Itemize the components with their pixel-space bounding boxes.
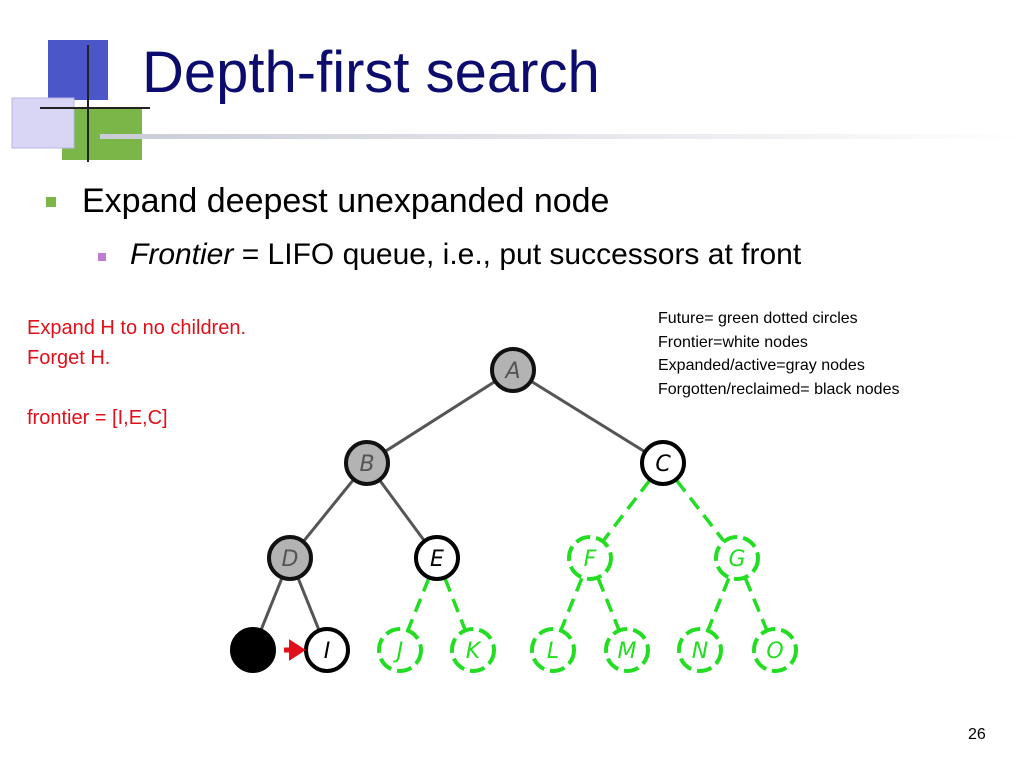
- tree-node-label-N: N: [692, 639, 708, 664]
- tree-node-circle-B: [344, 440, 390, 486]
- tree-edge-E-J: [406, 577, 431, 631]
- title-divider: [100, 134, 1024, 139]
- step-note-line-1: Expand H to no children.: [27, 317, 247, 339]
- tree-node-label-G: G: [728, 547, 745, 572]
- legend-line-forgotten: Forgotten/reclaimed= black nodes: [658, 380, 900, 398]
- tree-node-C: C: [640, 440, 686, 486]
- tree-node-circle-L: [530, 627, 576, 673]
- tree-node-label-K: K: [466, 639, 482, 664]
- step-note-line-2: Forget H.: [27, 347, 111, 369]
- slide-title: Depth-first search: [142, 40, 600, 105]
- legend: Future= green dotted circles Frontier=wh…: [658, 307, 899, 401]
- frontier-italic-term: Frontier: [130, 238, 234, 271]
- tree-edge-C-F: [602, 479, 651, 542]
- tree-node-K: K: [450, 627, 496, 673]
- tree-node-label-E: E: [430, 547, 444, 572]
- tree-node-A: A: [490, 347, 536, 393]
- tree-node-label-I: I: [324, 639, 331, 664]
- tree-node-circle-M: [604, 627, 650, 673]
- tree-node-label-M: M: [618, 639, 637, 664]
- step-note-frontier: frontier = [I,E,C]: [27, 407, 168, 429]
- tree-node-circle-H: [230, 627, 276, 673]
- tree-node-circle-J: [377, 627, 423, 673]
- tree-node-circle-N: [677, 627, 723, 673]
- tree-edge-B-D: [302, 479, 355, 542]
- tree-node-L: L: [530, 627, 576, 673]
- tree-node-D: D: [267, 535, 313, 581]
- tree-node-circle-D: [267, 535, 313, 581]
- tree-node-B: B: [344, 440, 390, 486]
- tree-node-label-L: L: [547, 639, 559, 664]
- tree-edge-C-G: [675, 479, 725, 542]
- tree-node-M: M: [604, 627, 650, 673]
- current-node-pointer-icon: [289, 639, 306, 661]
- sub-bullet-square-icon: [98, 253, 106, 261]
- legend-line-expanded: Expanded/active=gray nodes: [658, 357, 865, 374]
- tree-node-E: E: [414, 535, 460, 581]
- tree-node-circle-G: [714, 535, 760, 581]
- tree-node-circle-C: [640, 440, 686, 486]
- tree-node-label-A: A: [503, 359, 520, 384]
- tree-node-label-D: D: [282, 547, 299, 572]
- tree-edge-F-L: [559, 577, 584, 631]
- tree-edge-F-M: [596, 577, 621, 631]
- decorative-logo-squares: [11, 40, 150, 162]
- tree-edge-E-K: [443, 577, 467, 631]
- tree-node-label-J: J: [393, 639, 404, 664]
- bullet-main-text: Expand deepest unexpanded node: [82, 182, 610, 220]
- tree-node-J: J: [377, 627, 423, 673]
- frontier-definition: = LIFO queue, i.e., put successors at fr…: [233, 238, 802, 271]
- tree-edge-B-E: [378, 479, 426, 542]
- tree-node-H: [230, 627, 276, 673]
- bullet-sub-text: Frontier = LIFO queue, i.e., put success…: [130, 238, 801, 271]
- legend-line-future: Future= green dotted circles: [658, 310, 858, 327]
- tree-edge-D-H: [259, 577, 284, 631]
- tree-node-label-B: B: [359, 452, 374, 477]
- tree-edge-G-O: [743, 577, 769, 631]
- tree-node-circle-O: [752, 627, 798, 673]
- tree-edge-D-I: [296, 577, 321, 631]
- tree-edge-A-B: [384, 380, 496, 453]
- tree-node-I: I: [304, 627, 350, 673]
- tree-node-circle-A: [490, 347, 536, 393]
- legend-line-frontier: Frontier=white nodes: [658, 333, 808, 351]
- bullet-square-icon: [46, 197, 56, 207]
- tree-node-F: F: [567, 535, 613, 581]
- search-tree-diagram: A B C D E F G I J K L M N O: [230, 347, 798, 673]
- tree-node-label-C: C: [655, 452, 671, 477]
- tree-node-circle-I: [304, 627, 350, 673]
- tree-edge-G-N: [706, 577, 731, 631]
- tree-node-G: G: [714, 535, 760, 581]
- tree-node-O: O: [752, 627, 798, 673]
- tree-edge-A-C: [530, 380, 646, 453]
- tree-node-label-F: F: [584, 547, 597, 572]
- tree-node-circle-K: [450, 627, 496, 673]
- tree-node-label-O: O: [766, 639, 783, 664]
- tree-node-circle-F: [567, 535, 613, 581]
- page-number: 26: [968, 726, 986, 743]
- tree-node-N: N: [677, 627, 723, 673]
- step-note: Expand H to no children. Forget H. front…: [27, 313, 246, 433]
- tree-node-circle-E: [414, 535, 460, 581]
